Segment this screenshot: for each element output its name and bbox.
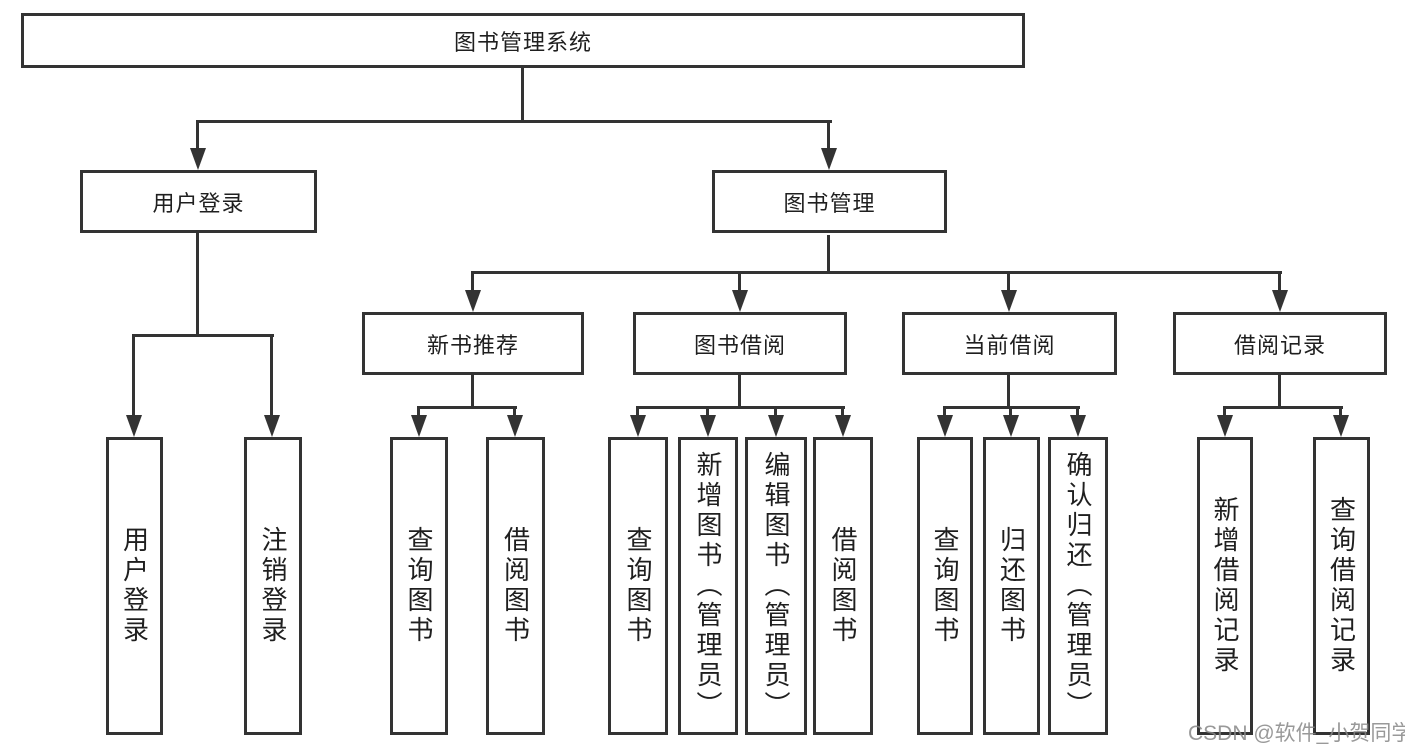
- connector-line: [1223, 406, 1226, 417]
- node-label: 查询借阅记录: [1326, 496, 1357, 676]
- connector-line: [132, 334, 274, 337]
- connector-line: [1278, 375, 1281, 406]
- connector-line: [471, 271, 474, 290]
- node-label: 新增图书（管理员）: [693, 451, 723, 721]
- node-label: 新书推荐: [426, 332, 519, 358]
- node-book-borrowing: 图书借阅: [633, 312, 847, 375]
- node-label: 注销登录: [258, 526, 288, 646]
- connector-line: [1007, 375, 1010, 406]
- arrow-down-icon: [768, 415, 784, 437]
- connector-line: [827, 235, 830, 272]
- connector-line: [270, 334, 273, 415]
- node-label: 图书管理系统: [453, 29, 592, 55]
- connector-line: [738, 375, 741, 406]
- arrow-down-icon: [835, 415, 851, 437]
- connector-line: [196, 233, 199, 334]
- node-user-login-leaf: 用户登录: [106, 437, 163, 735]
- connector-line: [706, 406, 709, 417]
- node-label: 新增借阅记录: [1210, 496, 1240, 676]
- arrow-down-icon: [1333, 415, 1349, 437]
- connector-line: [132, 334, 135, 415]
- arrow-down-icon: [264, 415, 280, 437]
- node-new-book-recommendation: 新书推荐: [362, 312, 584, 375]
- arrow-down-icon: [1001, 290, 1017, 312]
- arrow-down-icon: [126, 415, 142, 437]
- node-add-borrow-record: 新增借阅记录: [1197, 437, 1253, 735]
- connector-line: [196, 120, 832, 123]
- connector-line: [1007, 271, 1010, 290]
- node-logout: 注销登录: [244, 437, 302, 735]
- node-add-books-admin: 新增图书（管理员）: [678, 437, 738, 735]
- connector-line: [841, 406, 844, 417]
- node-borrow-books: 借阅图书: [813, 437, 873, 735]
- node-confirm-return-admin: 确认归还（管理员）: [1048, 437, 1108, 735]
- node-label: 查询图书: [623, 526, 653, 646]
- arrow-down-icon: [190, 148, 206, 170]
- connector-line: [471, 375, 474, 406]
- node-edit-books-admin: 编辑图书（管理员）: [745, 437, 807, 735]
- arrow-down-icon: [1217, 415, 1233, 437]
- node-label: 编辑图书（管理员）: [761, 451, 791, 721]
- node-label: 查询图书: [930, 526, 960, 646]
- node-borrow-books: 借阅图书: [486, 437, 545, 735]
- connector-line: [417, 406, 517, 409]
- connector-line: [513, 406, 516, 417]
- connector-line: [1223, 406, 1343, 409]
- node-query-borrow-record: 查询借阅记录: [1313, 437, 1370, 735]
- connector-line: [471, 271, 1282, 274]
- node-return-books: 归还图书: [983, 437, 1040, 735]
- connector-line: [1076, 406, 1079, 417]
- node-query-books: 查询图书: [390, 437, 448, 735]
- node-library-management-system: 图书管理系统: [21, 13, 1025, 68]
- node-label: 借阅记录: [1233, 332, 1326, 358]
- node-label: 图书借阅: [693, 332, 786, 358]
- node-label: 用户登录: [152, 190, 245, 216]
- connector-line: [636, 406, 639, 417]
- connector-line: [417, 406, 420, 417]
- node-label: 归还图书: [996, 526, 1027, 646]
- arrow-down-icon: [411, 415, 427, 437]
- arrow-down-icon: [937, 415, 953, 437]
- connector-line: [1278, 271, 1281, 290]
- node-label: 借阅图书: [828, 526, 858, 646]
- node-label: 确认归还（管理员）: [1063, 451, 1093, 721]
- node-borrowing-records: 借阅记录: [1173, 312, 1387, 375]
- arrow-down-icon: [465, 290, 481, 312]
- arrow-down-icon: [732, 290, 748, 312]
- arrow-down-icon: [1003, 415, 1019, 437]
- connector-line: [521, 68, 524, 120]
- node-user-login: 用户登录: [80, 170, 317, 233]
- csdn-watermark: CSDN @软件_小贺同学: [1188, 722, 1405, 745]
- connector-line: [774, 406, 777, 417]
- arrow-down-icon: [1272, 290, 1288, 312]
- connector-line: [827, 120, 830, 148]
- connector-line: [196, 120, 199, 148]
- node-label: 图书管理: [783, 190, 876, 216]
- connector-line: [1339, 406, 1342, 417]
- connector-line: [1009, 406, 1012, 417]
- arrow-down-icon: [700, 415, 716, 437]
- arrow-down-icon: [1070, 415, 1086, 437]
- connector-line: [943, 406, 946, 417]
- node-query-books: 查询图书: [917, 437, 973, 735]
- connector-line: [738, 271, 741, 290]
- node-label: 查询图书: [404, 526, 434, 646]
- arrow-down-icon: [630, 415, 646, 437]
- node-label: 用户登录: [119, 526, 150, 646]
- node-book-management: 图书管理: [712, 170, 947, 233]
- arrow-down-icon: [507, 415, 523, 437]
- node-current-borrowing: 当前借阅: [902, 312, 1117, 375]
- node-label: 借阅图书: [500, 526, 531, 646]
- node-query-books: 查询图书: [608, 437, 668, 735]
- connector-line: [636, 406, 845, 409]
- arrow-down-icon: [821, 148, 837, 170]
- node-label: 当前借阅: [963, 332, 1056, 358]
